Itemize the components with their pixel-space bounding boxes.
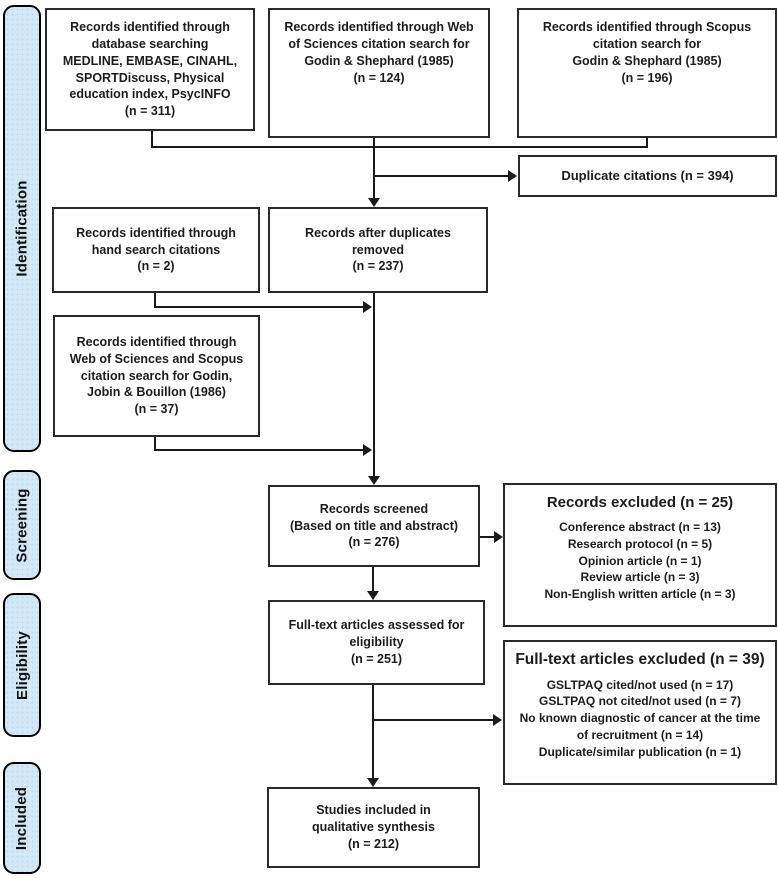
box-fulltext-assessed: Full-text articles assessed for eligibil… xyxy=(268,600,485,685)
box-hand-search-text: Records identified through hand search c… xyxy=(76,225,236,274)
connector-handsearch-vertical xyxy=(154,293,156,308)
connector-godin-horizontal xyxy=(154,449,364,451)
connector-scopus-stub xyxy=(646,138,648,148)
arrowhead-right-duplicates xyxy=(508,170,517,182)
arrowhead-down-screened xyxy=(368,476,380,485)
arrowhead-down-after-duplicates xyxy=(368,198,380,207)
box-fulltext-assessed-text: Full-text articles assessed for eligibil… xyxy=(288,618,465,666)
box-records-excluded-details: Conference abstract (n = 13) Research pr… xyxy=(544,520,736,602)
box-fulltext-excluded-title: Full-text articles excluded (n = 39) xyxy=(515,651,765,668)
connector-duplicates-branch xyxy=(373,175,509,177)
box-godin-jobin-search-text: Records identified through Web of Scienc… xyxy=(69,334,244,417)
connector-fulltext-excluded-branch xyxy=(373,719,494,721)
stage-included: Included xyxy=(3,762,41,874)
box-fulltext-excluded: Full-text articles excluded (n = 39) GSL… xyxy=(503,640,777,785)
stage-screening-label: Screening xyxy=(13,487,31,563)
box-web-of-science-search: Records identified through Web of Scienc… xyxy=(268,8,490,138)
stage-eligibility: Eligibility xyxy=(3,593,41,737)
box-database-search-text: Records identified through database sear… xyxy=(62,19,238,119)
stage-identification-label: Identification xyxy=(13,180,31,277)
stage-included-label: Included xyxy=(13,786,31,850)
box-fulltext-excluded-details: GSLTPAQ cited/not used (n = 17) GSLTPAQ … xyxy=(519,677,761,759)
box-duplicate-citations-text: Duplicate citations (n = 394) xyxy=(561,168,734,184)
box-scopus-search: Records identified through Scopus citati… xyxy=(517,8,777,138)
arrowhead-down-included xyxy=(367,778,379,787)
box-after-duplicates-text: Records after duplicates removed (n = 23… xyxy=(305,225,451,274)
arrowhead-right-records-excluded xyxy=(494,531,503,543)
box-hand-search: Records identified through hand search c… xyxy=(52,207,260,293)
box-records-excluded: Records excluded (n = 25) Conference abs… xyxy=(503,483,777,627)
arrowhead-right-godin xyxy=(363,444,372,456)
box-database-search: Records identified through database sear… xyxy=(45,8,255,131)
arrowhead-right-handsearch xyxy=(363,301,372,313)
connector-fulltext-included xyxy=(372,685,374,778)
connector-db-stub xyxy=(151,131,153,148)
connector-main-vertical-2 xyxy=(373,293,375,478)
connector-handsearch-horizontal xyxy=(154,306,364,308)
arrowhead-down-fulltext xyxy=(367,591,379,600)
box-studies-included-text: Studies included in qualitative synthesi… xyxy=(312,803,435,851)
box-duplicate-citations: Duplicate citations (n = 394) xyxy=(518,155,777,197)
connector-screened-fulltext xyxy=(372,567,374,592)
stage-identification: Identification xyxy=(3,5,41,452)
connector-collector-horizontal xyxy=(151,146,648,148)
connector-main-vertical-1 xyxy=(373,138,375,200)
box-godin-jobin-search: Records identified through Web of Scienc… xyxy=(53,315,260,437)
connector-screened-excluded xyxy=(480,536,495,538)
stage-eligibility-label: Eligibility xyxy=(13,630,31,700)
connector-godin-vertical xyxy=(154,437,156,451)
box-records-excluded-title: Records excluded (n = 25) xyxy=(546,494,734,511)
stage-screening: Screening xyxy=(3,470,41,580)
box-web-of-science-search-text: Records identified through Web of Scienc… xyxy=(284,20,474,85)
box-studies-included: Studies included in qualitative synthesi… xyxy=(267,787,480,868)
box-scopus-search-text: Records identified through Scopus citati… xyxy=(542,20,752,85)
box-after-duplicates: Records after duplicates removed (n = 23… xyxy=(268,207,488,293)
box-records-screened: Records screened (Based on title and abs… xyxy=(268,485,480,567)
box-records-screened-text: Records screened (Based on title and abs… xyxy=(289,501,459,550)
arrowhead-right-fulltext-excluded xyxy=(493,714,502,726)
